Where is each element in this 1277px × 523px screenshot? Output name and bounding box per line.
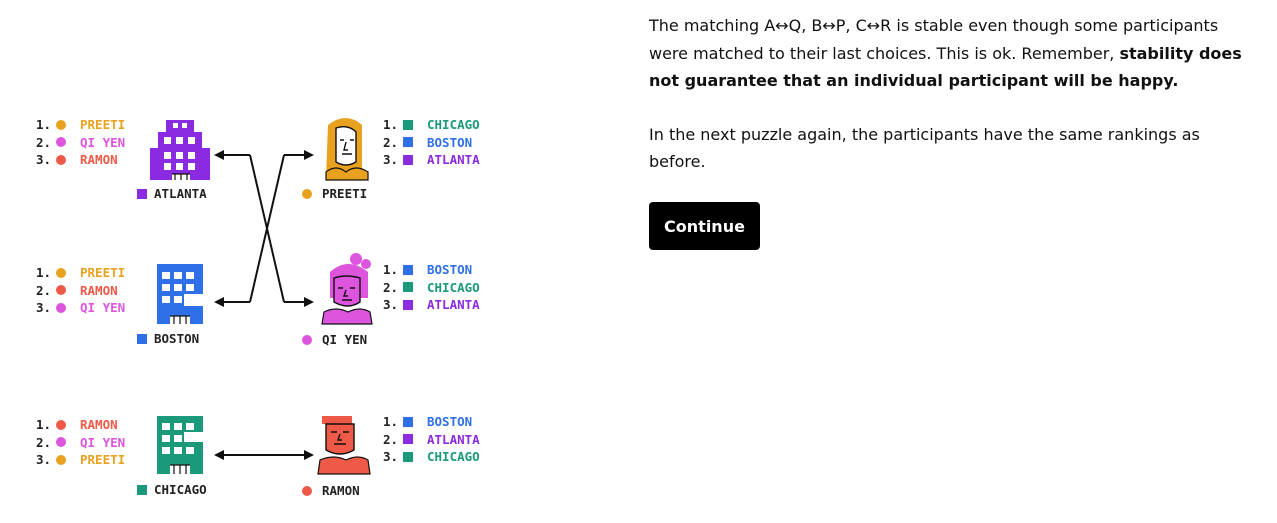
- preeti-dot-icon: [56, 119, 66, 130]
- preeti-label: PREETI: [302, 186, 367, 201]
- ramon-preference-list: 1.BOSTON 2.ATLANTA 3.CHICAGO: [383, 414, 480, 464]
- ramon-dot-icon: [56, 285, 66, 296]
- stability-paragraph: The matching A↔Q, B↔P, C↔R is stable eve…: [649, 16, 1242, 91]
- boston-square-icon: [403, 264, 413, 275]
- chicago-square-icon: [403, 119, 413, 130]
- chicago-preference-list: 1.RAMON 2.QI YEN 3.PREETI: [36, 417, 126, 467]
- continue-button[interactable]: Continue: [649, 202, 760, 250]
- chicago-label: CHICAGO: [137, 482, 207, 497]
- atlanta-square-icon: [403, 154, 413, 165]
- atlanta-square-icon: [403, 434, 413, 445]
- preeti-preference-list: 1.CHICAGO 2.BOSTON 3.ATLANTA: [383, 117, 480, 167]
- ramon-dot-icon: [302, 485, 312, 496]
- preeti-dot-icon: [302, 188, 312, 199]
- ramon-person-icon: [317, 416, 371, 475]
- boston-building-icon: [157, 264, 203, 324]
- match-arrow-boston-preeti: [214, 150, 314, 307]
- boston-preference-list: 1.PREETI 2.RAMON 3.QI YEN: [36, 265, 126, 315]
- qi-yen-dot-icon: [302, 334, 312, 345]
- atlanta-square-icon: [403, 299, 413, 310]
- qi-yen-dot-icon: [56, 302, 66, 313]
- qi-yen-preference-list: 1.BOSTON 2.CHICAGO 3.ATLANTA: [383, 262, 480, 312]
- ramon-label: RAMON: [302, 483, 360, 498]
- chicago-square-icon: [403, 282, 413, 293]
- next-puzzle-paragraph: In the next puzzle again, the participan…: [649, 124, 1200, 172]
- boston-square-icon: [403, 416, 413, 427]
- boston-square-icon: [137, 333, 147, 344]
- qi-yen-person-icon: [321, 253, 373, 325]
- ramon-dot-icon: [56, 154, 66, 165]
- atlanta-building-icon: [150, 120, 210, 180]
- preeti-dot-icon: [56, 454, 66, 465]
- atlanta-preference-list: 1.PREETI 2.QI YEN 3.RAMON: [36, 117, 126, 167]
- atlanta-label: ATLANTA: [137, 186, 207, 201]
- boston-square-icon: [403, 137, 413, 148]
- atlanta-square-icon: [137, 188, 147, 199]
- preeti-person-icon: [325, 118, 369, 181]
- chicago-square-icon: [403, 451, 413, 462]
- qi-yen-label: QI YEN: [302, 332, 367, 347]
- chicago-building-icon: [157, 416, 203, 474]
- stability-emphasis: stability does not guarantee that an ind…: [649, 43, 1242, 91]
- qi-yen-dot-icon: [56, 137, 66, 148]
- boston-label: BOSTON: [137, 331, 199, 346]
- chicago-square-icon: [137, 484, 147, 495]
- preeti-dot-icon: [56, 267, 66, 278]
- qi-yen-dot-icon: [56, 437, 66, 448]
- explanation-panel: The matching A↔Q, B↔P, C↔R is stable eve…: [649, 12, 1249, 176]
- matching-diagram: [150, 118, 373, 475]
- ramon-dot-icon: [56, 419, 66, 430]
